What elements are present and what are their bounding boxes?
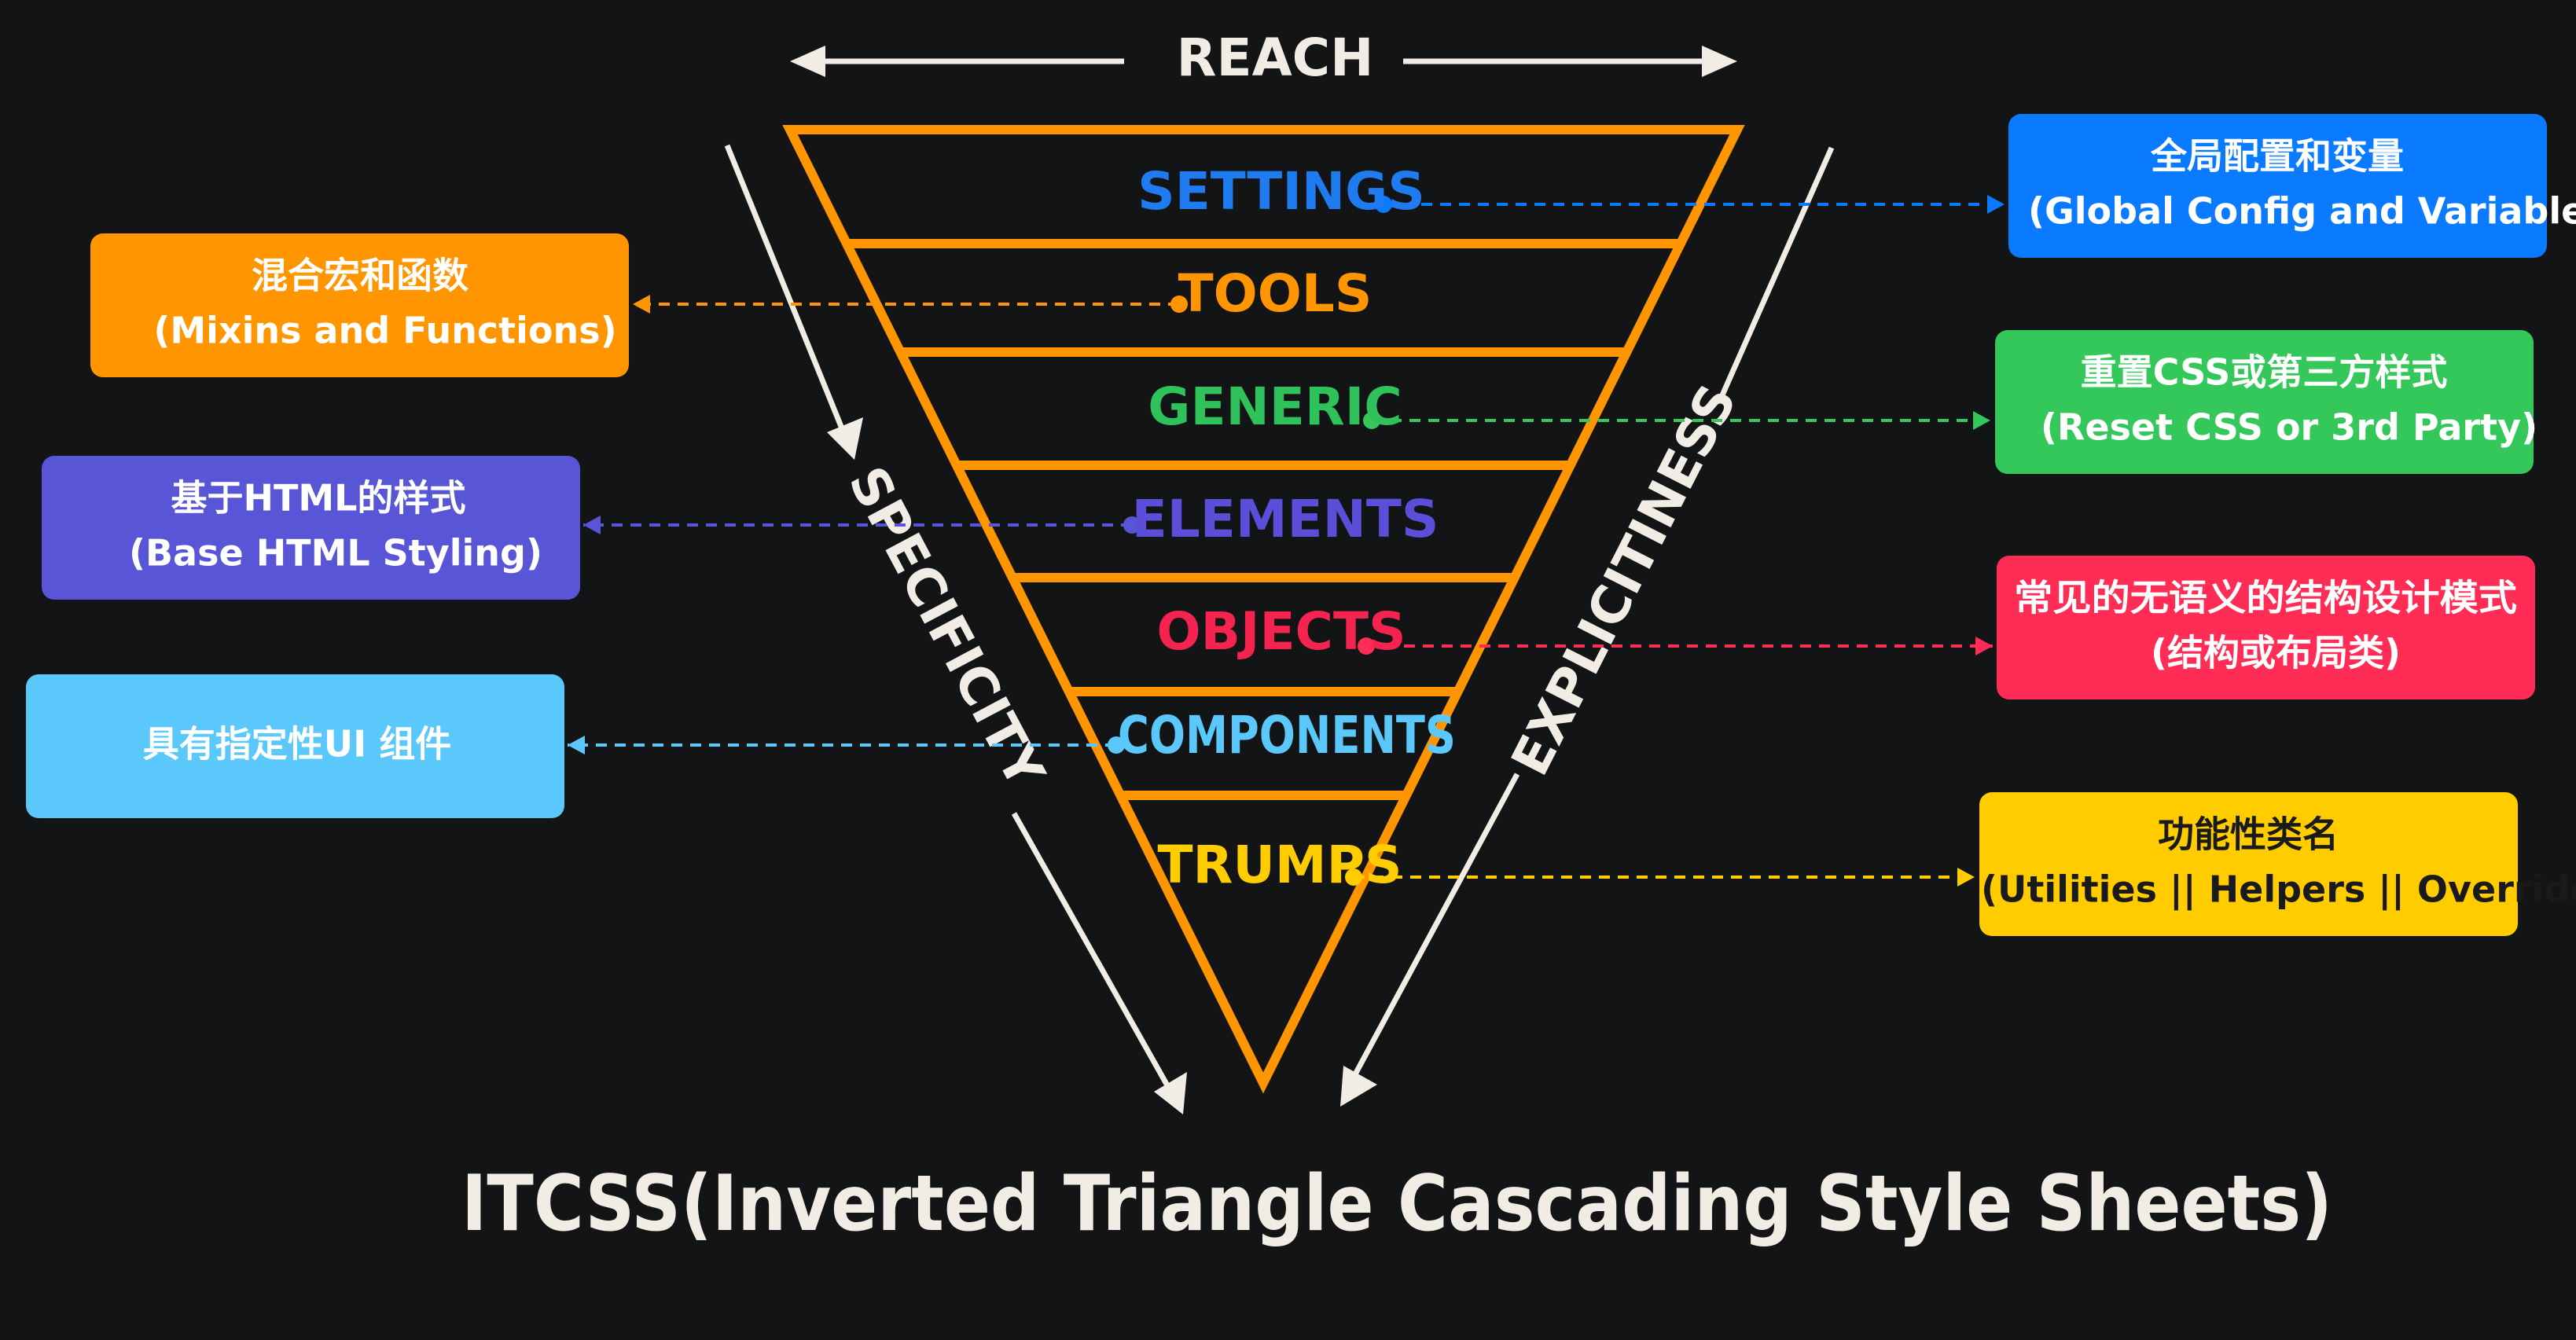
connectors	[568, 195, 2005, 887]
explicitness-arrow: EXPLICITINESS	[1340, 146, 1835, 1107]
note-components-line1: 具有指定性UI 组件	[143, 723, 451, 765]
connector-dot	[1375, 196, 1392, 213]
connector-dot	[1345, 868, 1362, 886]
layer-label-elements: ELEMENTS	[1132, 489, 1439, 549]
note-elements-line1: 基于HTML的样式	[171, 477, 466, 519]
layer-label-objects: OBJECTS	[1156, 601, 1406, 662]
note-trumps-line2: (Utilities || Helpers || Overrides)	[1981, 868, 2576, 912]
note-elements-line2: (Base HTML Styling)	[129, 532, 542, 575]
layer-label-trumps: TRUMPS	[1157, 835, 1402, 895]
inverted-triangle	[782, 125, 1745, 1094]
diagram-title: ITCSS(Inverted Triangle Cascading Style …	[461, 1159, 2332, 1249]
note-box-elements: 基于HTML的样式 (Base HTML Styling)	[42, 456, 580, 600]
connector-arrowhead	[633, 295, 650, 314]
explicitness-label: EXPLICITINESS	[1500, 375, 1748, 784]
note-settings-line1: 全局配置和变量	[2150, 135, 2404, 178]
note-trumps-line1: 功能性类名	[2158, 813, 2339, 856]
note-objects-line1: 常见的无语义的结构设计模式	[2014, 577, 2517, 619]
note-generic-line2: (Reset CSS or 3rd Party)	[2041, 406, 2537, 449]
layer-label-settings: SETTINGS	[1137, 161, 1425, 222]
note-box-tools: 混合宏和函数 (Mixins and Functions)	[90, 233, 629, 377]
layer-labels: SETTINGS TOOLS GENERIC ELEMENTS OBJECTS …	[1118, 161, 1456, 895]
note-settings-line2: (Global Config and Variables)	[2028, 190, 2576, 233]
connector-dot	[1123, 516, 1141, 534]
note-box-trumps: 功能性类名 (Utilities || Helpers || Overrides…	[1979, 792, 2576, 936]
connector-dot	[1358, 637, 1375, 655]
connector-arrowhead	[583, 516, 601, 534]
note-tools-line2: (Mixins and Functions)	[153, 310, 616, 352]
note-tools-line1: 混合宏和函数	[252, 255, 469, 297]
connector-dot	[1170, 296, 1188, 313]
note-generic-line1: 重置CSS或第三方样式	[2081, 351, 2448, 394]
note-box-generic: 重置CSS或第三方样式 (Reset CSS or 3rd Party)	[1995, 330, 2537, 474]
connector-dot	[1363, 412, 1380, 429]
connector-arrowhead	[1973, 411, 1990, 430]
layer-label-tools: TOOLS	[1178, 263, 1373, 324]
layer-label-generic: GENERIC	[1148, 376, 1402, 437]
note-box-objects: 常见的无语义的结构设计模式 (结构或布局类)	[1997, 556, 2535, 699]
layer-label-components: COMPONENTS	[1118, 705, 1456, 765]
triangle-dividers	[846, 239, 1681, 800]
connector-arrowhead	[568, 736, 585, 754]
note-box-settings: 全局配置和变量 (Global Config and Variables)	[2008, 114, 2576, 258]
reach-label: REACH	[1177, 28, 1374, 88]
connector-dot	[1108, 736, 1125, 754]
connector-arrowhead	[1987, 195, 2005, 214]
note-objects-line2: (结构或布局类)	[2151, 632, 2401, 674]
reach-arrow: REACH	[790, 28, 1737, 88]
specificity-label: SPECIFICITY	[836, 457, 1056, 798]
specificity-arrow: SPECIFICITY	[724, 144, 1187, 1114]
note-boxes: 全局配置和变量 (Global Config and Variables) 混合…	[26, 114, 2576, 936]
connector-arrowhead	[1957, 868, 1975, 887]
connector-arrowhead	[1975, 637, 1993, 655]
note-box-components: 具有指定性UI 组件	[26, 674, 564, 818]
